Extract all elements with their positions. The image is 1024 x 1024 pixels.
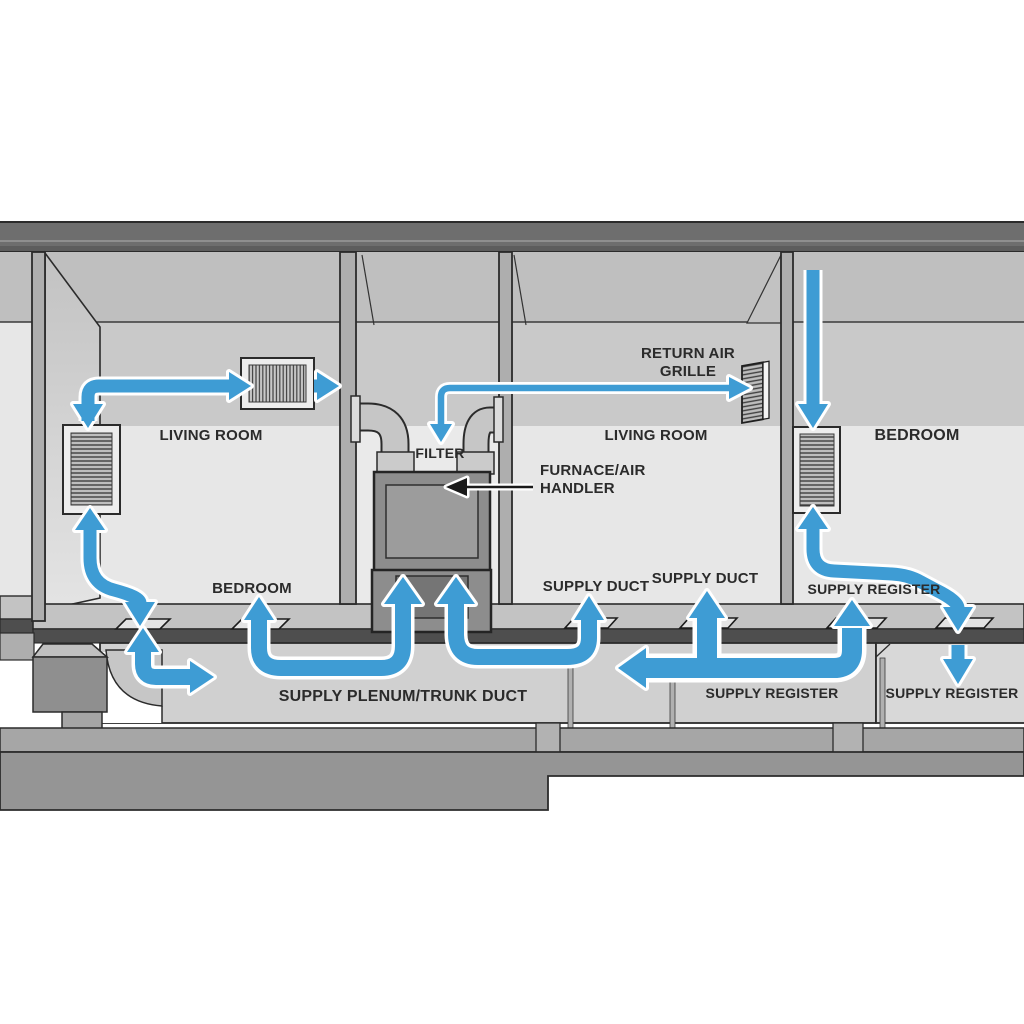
sill-band [0,727,1024,753]
label-bedroom-2: BEDROOM [874,427,960,444]
label-living-room-1: LIVING ROOM [159,427,263,444]
wall-stud-bedroom [780,251,794,605]
label-supply-plenum: SUPPLY PLENUM/TRUNK DUCT [278,688,528,705]
duct-hanger [567,657,574,731]
airflow-arrow-plenum-left-branch [241,574,425,680]
pier-block [535,722,561,754]
airflow-arrow-through-wall [314,369,342,403]
wall-grille-living-room [240,357,315,410]
airflow-arrow-bedroom-stack [795,504,976,687]
roof-beam [0,221,1024,253]
return-air-grille [741,360,770,425]
label-bedroom-1: BEDROOM [212,580,292,597]
wall-stud-left [31,251,46,622]
airflow-arrow-plenum-right-branch [434,574,607,669]
airflow-arrow-left-return [70,369,254,431]
duct-flange [350,395,361,443]
wall-studs [31,251,794,622]
label-living-room-2: LIVING ROOM [604,427,708,444]
label-supply-register-top: SUPPLY REGISTER [807,581,941,597]
duct-collar [376,451,415,475]
airflow-arrow-bedroom-drop [795,270,831,431]
label-return-air-grille: RETURN AIR GRILLE [641,345,735,380]
label-filter: FILTER [415,445,465,461]
label-supply-duct-1: SUPPLY DUCT [542,578,650,595]
airflow-arrow-left-underfloor [124,625,217,696]
airflow-arrow-left-wall-stack [72,505,158,629]
foundation-wall [32,656,108,713]
label-supply-duct-2: SUPPLY DUCT [651,570,759,587]
furnace-air-handler-unit [370,470,493,634]
label-supply-register-mid: SUPPLY REGISTER [705,685,839,701]
foundation-slab [0,751,1024,811]
wall-grille-bedroom [792,426,841,514]
airflow-arrow-return-to-filter [427,374,753,445]
furnace-pipes [350,395,504,475]
furnace-pointer-arrow [443,475,533,499]
duct-hanger [879,657,886,731]
duct-flange [493,396,504,443]
wall-grille-left [62,424,121,515]
foundation [0,632,1024,811]
pier-block [832,722,864,754]
label-supply-register-right: SUPPLY REGISTER [885,685,1019,701]
label-furnace-air-handler: FURNACE/AIR HANDLER [540,462,646,497]
airflow-arrow-trunk-duct [615,588,873,691]
